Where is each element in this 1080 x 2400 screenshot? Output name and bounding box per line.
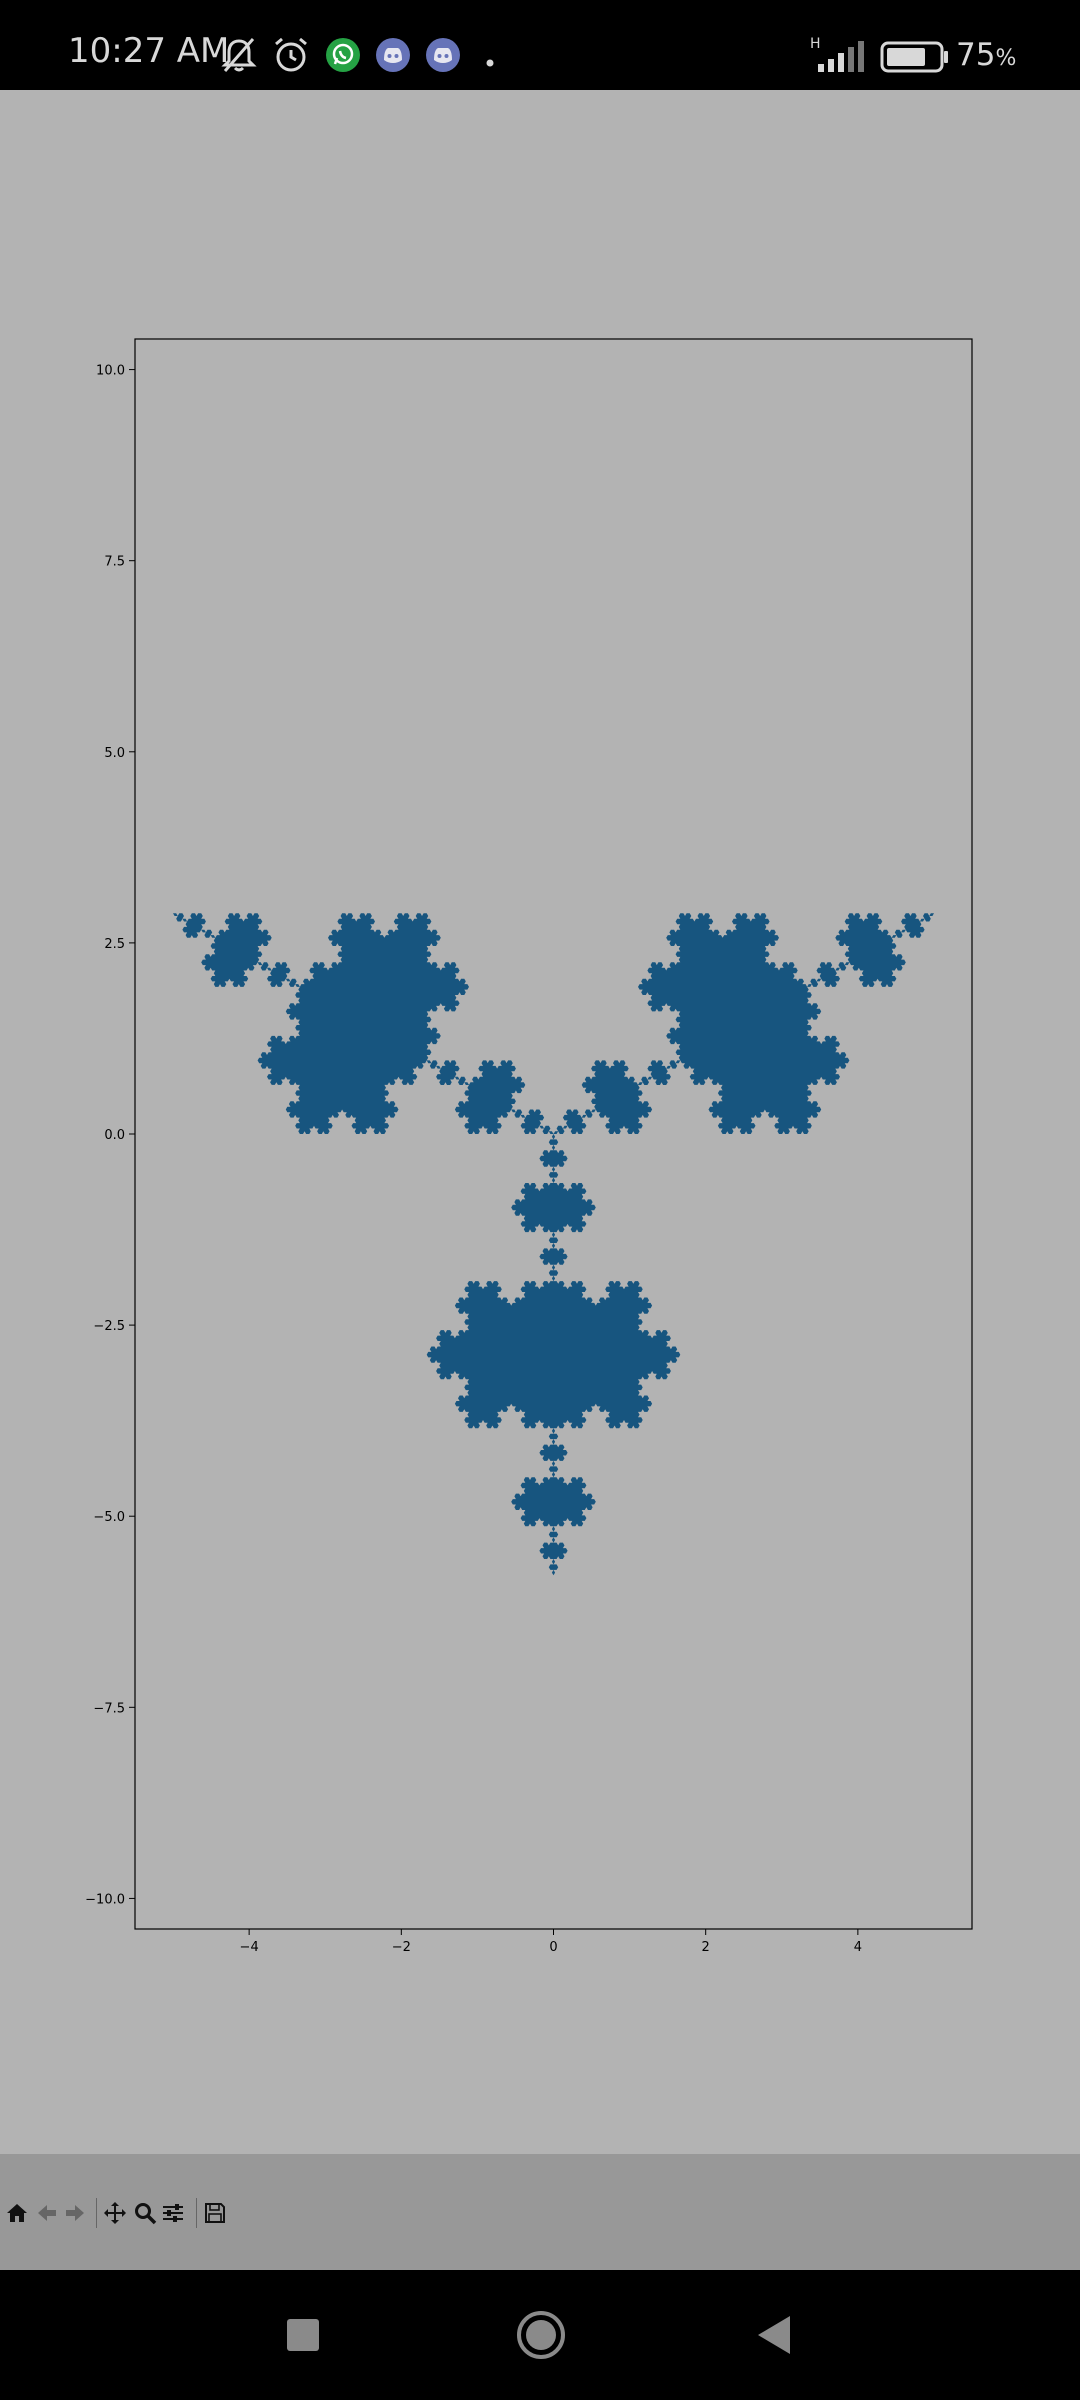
home-nav-button[interactable] (516, 2310, 566, 2364)
x-tick-label: 4 (854, 1940, 862, 1955)
x-tick-label: −2 (392, 1940, 411, 1955)
home-icon (7, 2204, 27, 2222)
y-tick-label: −10.0 (85, 1892, 125, 1907)
x-tick-label: 2 (702, 1940, 710, 1955)
recents-button[interactable] (286, 2318, 320, 2356)
magnifier-icon (135, 2203, 157, 2225)
signal-icon: H (800, 36, 870, 80)
move-icon (104, 2202, 126, 2224)
y-tick-label: 0.0 (104, 1128, 125, 1143)
battery-icon (880, 40, 950, 78)
y-tick-label: 7.5 (104, 555, 125, 570)
home-button[interactable] (4, 2200, 30, 2226)
koch-snowflake-area (173, 913, 934, 1576)
alarm-icon (272, 36, 310, 78)
floppy-icon (205, 2203, 225, 2223)
save-button[interactable] (202, 2200, 228, 2226)
pan-button[interactable] (102, 2200, 128, 2226)
forward-button[interactable] (62, 2200, 88, 2226)
dot-icon (486, 52, 494, 71)
status-time: 10:27 AM (68, 31, 230, 71)
arrow-right-icon (66, 2205, 84, 2221)
network-type: H (810, 36, 821, 52)
figure-canvas[interactable]: −4 −2 0 2 4 10.0 7.5 5.0 2.5 0.0 −2.5 −5.0 −7.5 −10.0 (0, 90, 1080, 2154)
system-navigation-bar (0, 2270, 1080, 2400)
y-tick-label: −5.0 (93, 1510, 125, 1525)
discord-icon (424, 36, 462, 78)
x-tick-label: −4 (240, 1940, 259, 1955)
navigation-toolbar (0, 2154, 1080, 2270)
back-nav-button[interactable] (756, 2314, 794, 2360)
y-tick-label: 10.0 (96, 364, 125, 379)
y-tick-label: 5.0 (104, 746, 125, 761)
circle-home-icon (517, 2311, 565, 2359)
configure-subplots-button[interactable] (160, 2200, 186, 2226)
koch-snowflake-chart: −4 −2 0 2 4 10.0 7.5 5.0 2.5 0.0 −2.5 −5.0 −7.5 −10.0 (85, 338, 973, 1955)
arrow-left-icon (38, 2205, 56, 2221)
status-bar: 10:27 AM (0, 0, 1080, 90)
discord-icon (374, 36, 412, 78)
bell-off-icon (220, 36, 258, 78)
x-tick-label: 0 (549, 1940, 557, 1955)
triangle-back-icon (758, 2316, 790, 2354)
whatsapp-icon (324, 36, 362, 78)
y-tick-label: −2.5 (93, 1319, 125, 1334)
zoom-button[interactable] (132, 2200, 158, 2226)
square-icon (287, 2319, 319, 2351)
battery-percent: 75% (956, 37, 1017, 73)
y-tick-label: 2.5 (104, 937, 125, 952)
toolbar-separator (96, 2198, 97, 2228)
back-button[interactable] (34, 2200, 60, 2226)
toolbar-separator (196, 2198, 197, 2228)
y-tick-label: −7.5 (93, 1701, 125, 1716)
sliders-icon (163, 2204, 183, 2222)
